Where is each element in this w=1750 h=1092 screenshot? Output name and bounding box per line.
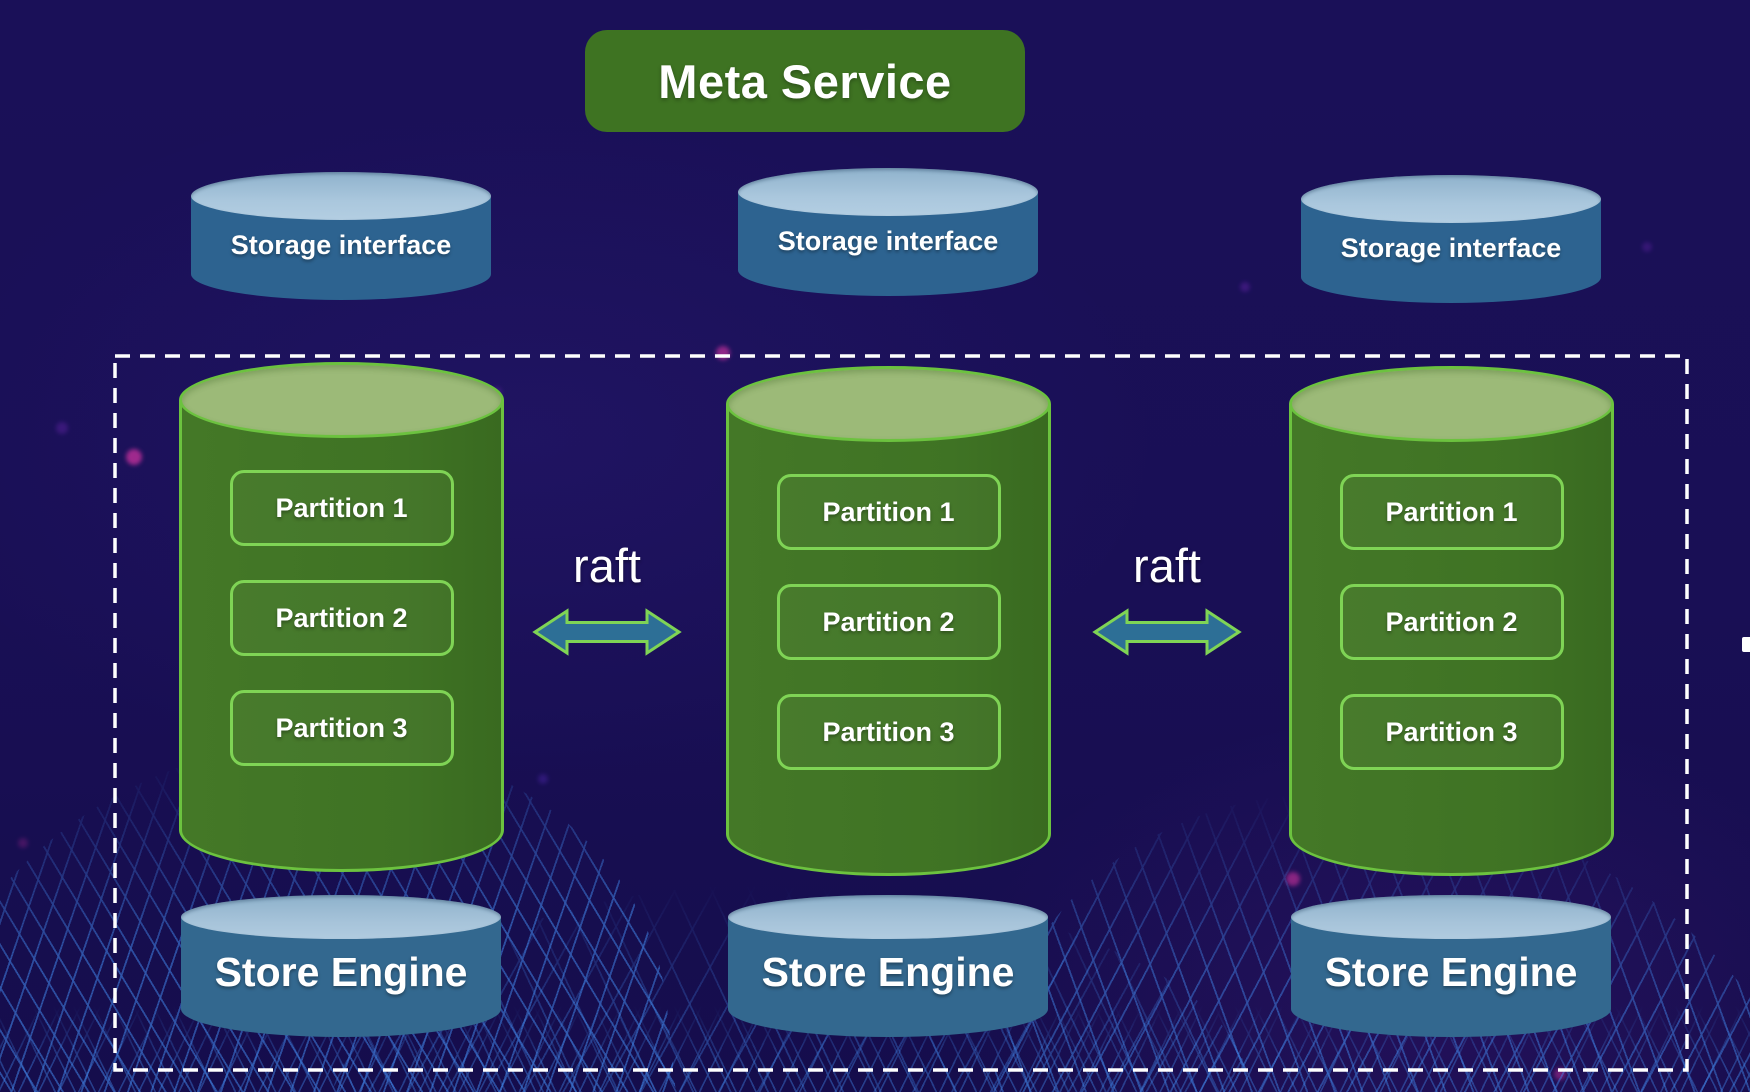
store-engine-cylinder-3: Store Engine <box>1291 895 1611 1037</box>
background-glow-dot <box>56 422 68 434</box>
store-engine-label: Store Engine <box>761 949 1015 995</box>
background-glow-dot <box>1240 282 1250 292</box>
background-glow-dot <box>538 774 548 784</box>
partition-label: Partition 3 <box>275 712 408 743</box>
partition-label: Partition 1 <box>822 496 955 527</box>
partition-box: Partition 1 <box>229 470 454 546</box>
partition-box: Partition 1 <box>776 474 1001 550</box>
store-engine-label: Store Engine <box>214 949 468 995</box>
store-engine-cylinder-1: Store Engine <box>181 895 501 1037</box>
storage-node-cylinder-1: Partition 1 Partition 2 Partition 3 <box>179 362 504 872</box>
cylinder-top-ellipse <box>179 362 504 438</box>
storage-interface-cylinder-3: Storage interface <box>1301 175 1601 303</box>
partition-label: Partition 1 <box>275 492 408 523</box>
raft-label-1: raft <box>573 539 641 592</box>
cylinder-top-ellipse <box>1301 175 1601 223</box>
partition-label: Partition 2 <box>822 606 955 637</box>
storage-interface-cylinder-1: Storage interface <box>191 172 491 300</box>
cylinder-top-ellipse <box>1291 895 1611 939</box>
background-glow-dot <box>1642 242 1652 252</box>
partition-label: Partition 2 <box>1385 606 1518 637</box>
background-glow-dot <box>18 838 28 848</box>
cylinder-top-ellipse <box>726 366 1051 442</box>
partition-label: Partition 3 <box>1385 716 1518 747</box>
storage-interface-label: Storage interface <box>777 226 999 256</box>
store-engine-cylinder-2: Store Engine <box>728 895 1048 1037</box>
partition-label: Partition 2 <box>275 602 408 633</box>
meta-service-box: Meta Service <box>585 30 1025 132</box>
partition-label: Partition 1 <box>1385 496 1518 527</box>
partition-box: Partition 2 <box>229 580 454 656</box>
partition-box: Partition 2 <box>1339 584 1564 660</box>
raft-arrow-icon-2 <box>1092 608 1242 656</box>
cylinder-top-ellipse <box>738 168 1038 216</box>
storage-interface-label: Storage interface <box>230 230 452 260</box>
cylinder-top-ellipse <box>728 895 1048 939</box>
partition-box: Partition 2 <box>776 584 1001 660</box>
background-glow-dot <box>1554 1068 1566 1080</box>
storage-node-cylinder-2: Partition 1 Partition 2 Partition 3 <box>726 366 1051 876</box>
raft-arrow-icon-1 <box>532 608 682 656</box>
meta-service-label: Meta Service <box>658 54 952 108</box>
raft-label-2: raft <box>1133 539 1201 592</box>
background-glow-dot <box>126 449 142 465</box>
cylinder-top-ellipse <box>1289 366 1614 442</box>
cylinder-top-ellipse <box>191 172 491 220</box>
cylinder-top-ellipse <box>181 895 501 939</box>
background-glow-dot <box>716 346 730 360</box>
partition-label: Partition 3 <box>822 716 955 747</box>
storage-interface-cylinder-2: Storage interface <box>738 168 1038 296</box>
partition-box: Partition 1 <box>1339 474 1564 550</box>
clipped-label-fragment <box>1742 637 1750 652</box>
storage-node-cylinder-3: Partition 1 Partition 2 Partition 3 <box>1289 366 1614 876</box>
store-engine-label: Store Engine <box>1324 949 1578 995</box>
partition-box: Partition 3 <box>1339 694 1564 770</box>
partition-box: Partition 3 <box>229 690 454 766</box>
partition-box: Partition 3 <box>776 694 1001 770</box>
storage-interface-label: Storage interface <box>1340 233 1562 263</box>
